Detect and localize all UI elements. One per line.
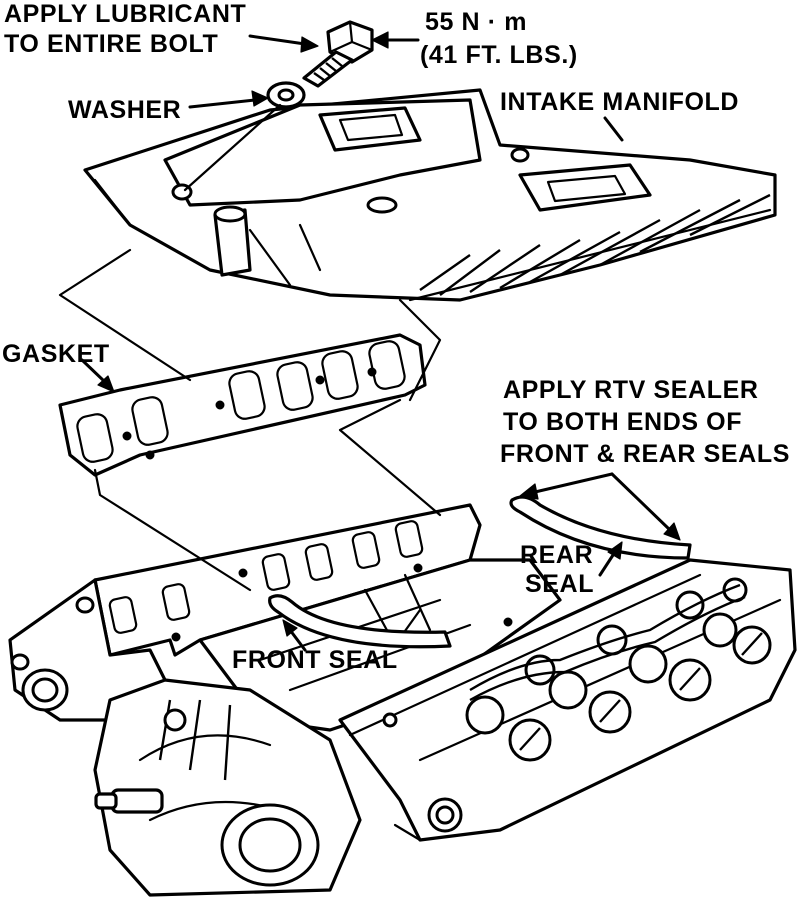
intake-manifold-label: INTAKE MANIFOLD: [500, 88, 739, 116]
rear-seal-label-line-2: SEAL: [525, 570, 594, 598]
rear-seal-icon: [509, 495, 692, 560]
rtv-label-line-1: APPLY RTV SEALER: [503, 376, 759, 404]
bolt-icon: [302, 20, 374, 88]
lubricant-label-line-2: TO ENTIRE BOLT: [4, 30, 218, 58]
callout-labels: APPLY LUBRICANT TO ENTIRE BOLT 55 N · m …: [2, 0, 790, 674]
water-pump-icon: [93, 678, 362, 897]
rear-seal-label-line-1: REAR: [520, 541, 593, 569]
torque-label-line-2: (41 FT. LBS.): [420, 41, 578, 69]
valve-springs-icon: [465, 577, 772, 762]
washer-label: WASHER: [68, 96, 181, 124]
torque-label-line-1: 55 N · m: [425, 8, 527, 36]
gasket-icon: [58, 333, 427, 477]
intake-manifold-icon: [83, 88, 777, 302]
assembly-guide-lines: [58, 103, 442, 592]
rtv-label-line-3: FRONT & REAR SEALS: [500, 440, 790, 468]
lubricant-label-line-1: APPLY LUBRICANT: [4, 0, 246, 28]
rtv-label-line-2: TO BOTH ENDS OF: [503, 408, 742, 436]
washer-icon: [266, 81, 306, 109]
front-seal-icon: [268, 594, 452, 649]
callout-leaders: [80, 31, 681, 652]
front-seal-label: FRONT SEAL: [232, 646, 398, 674]
gasket-label: GASKET: [2, 340, 110, 368]
